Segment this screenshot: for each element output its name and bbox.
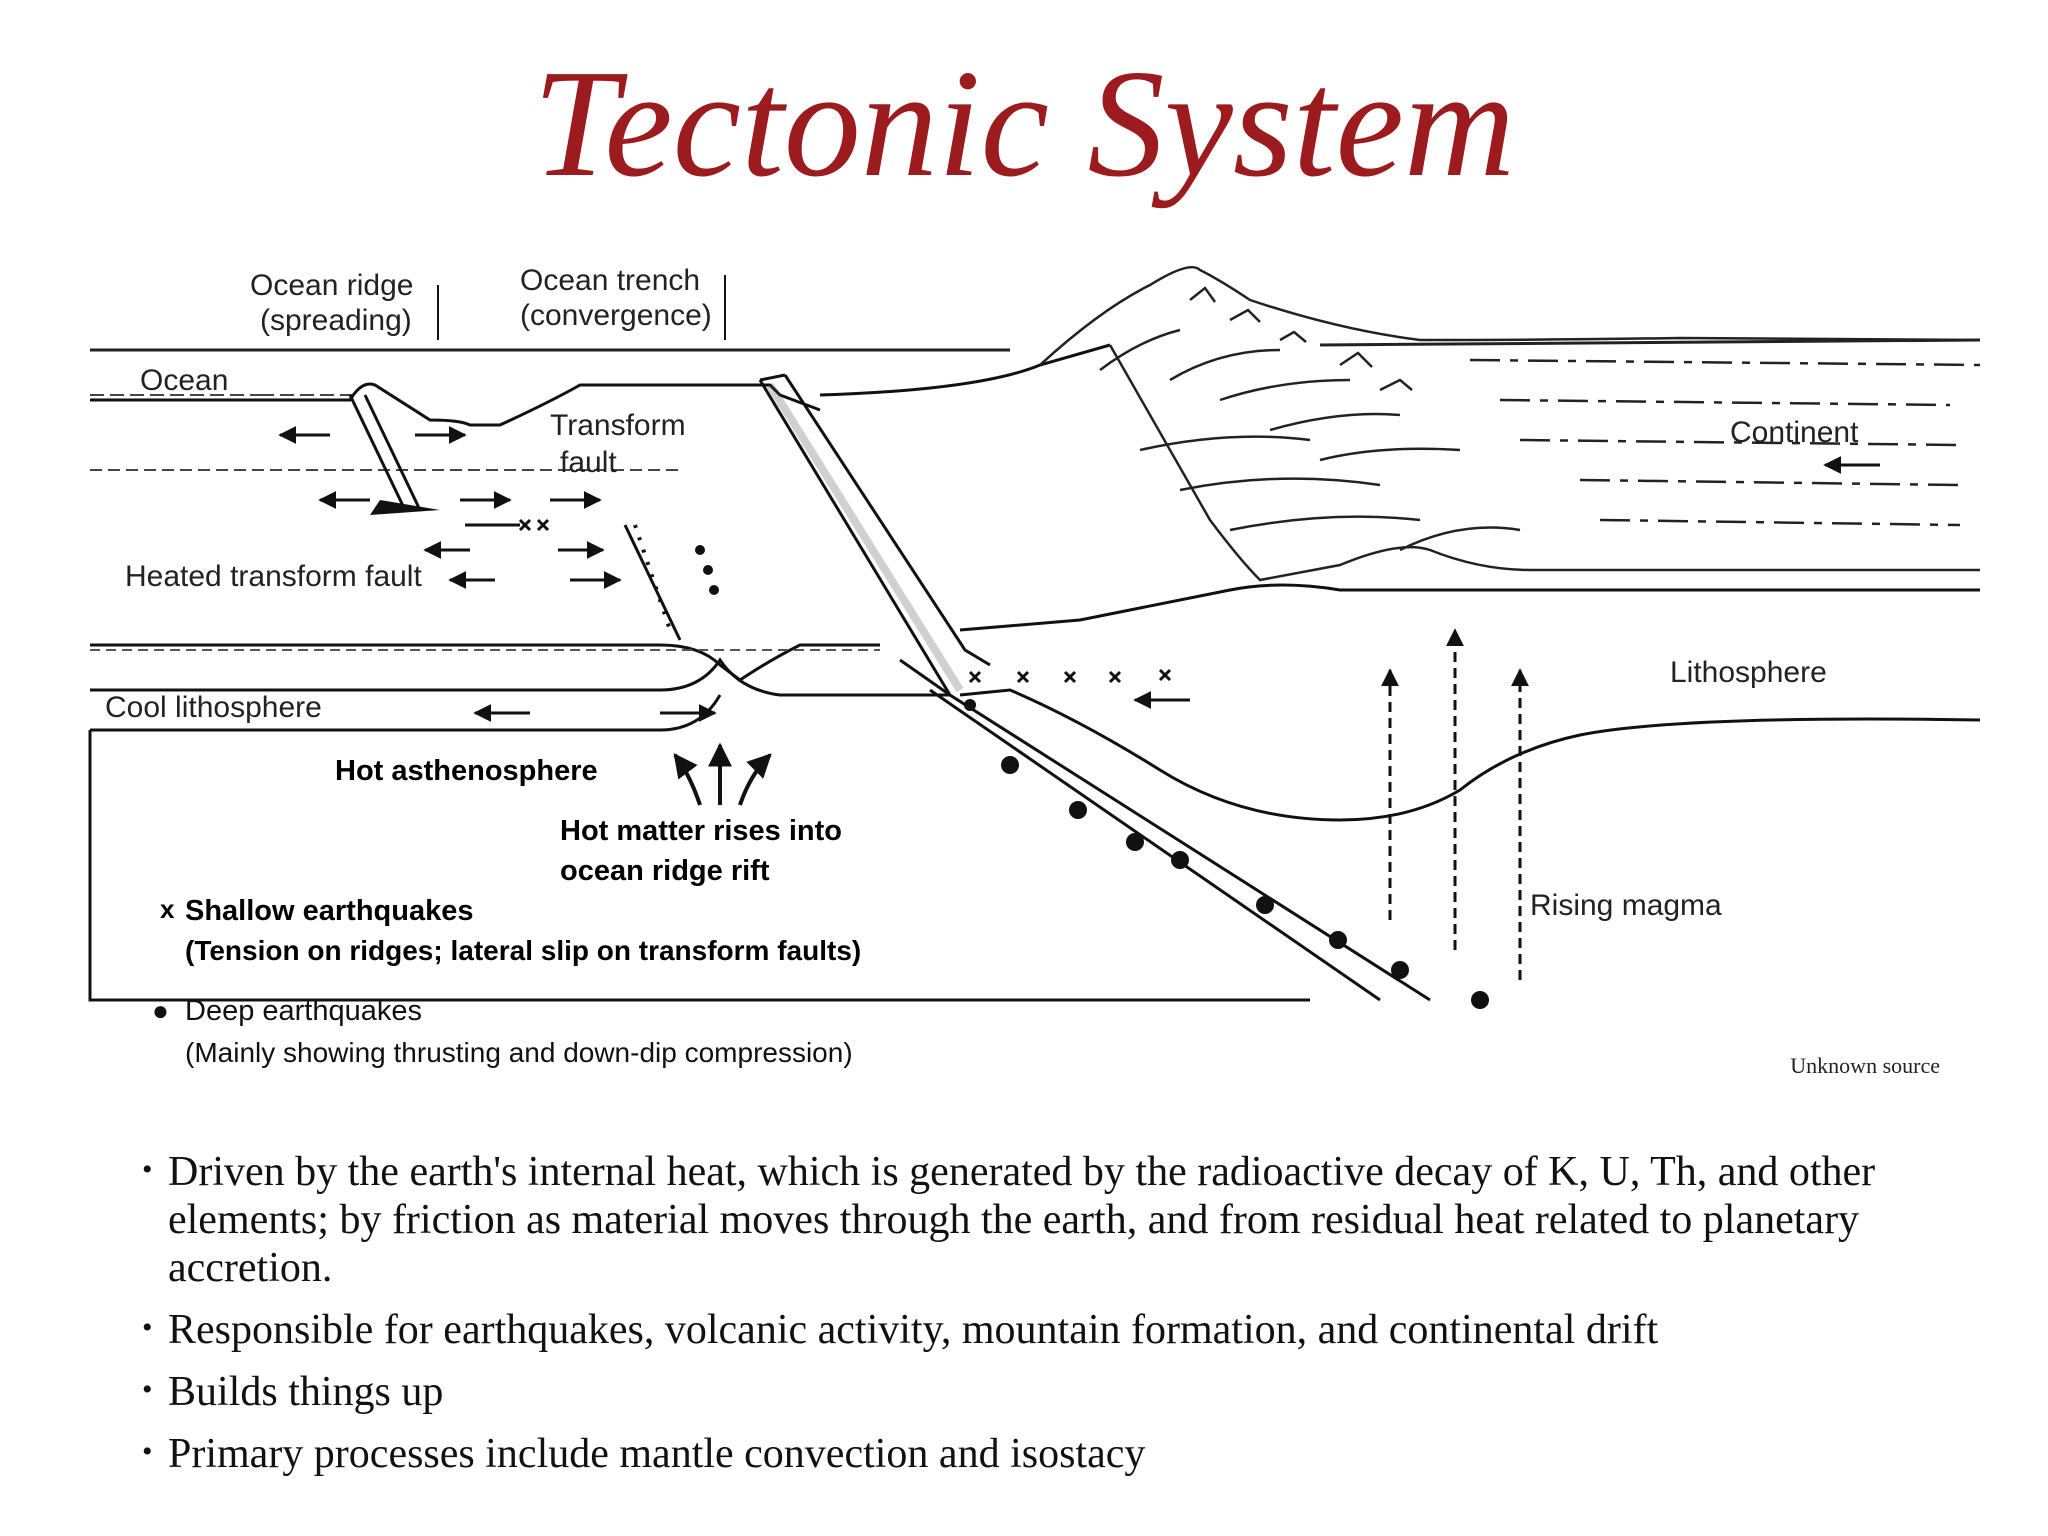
bullet-text: Driven by the earth's internal heat, whi… <box>168 1149 1876 1291</box>
label-leaders <box>437 275 726 340</box>
plate-motion-arrows <box>278 426 1880 722</box>
label-heated-transform-fault: Heated transform fault <box>125 560 422 593</box>
label-ocean-ridge: Ocean ridge <box>250 269 413 302</box>
second-rift <box>633 524 672 631</box>
slab-edge-shadow <box>766 382 964 693</box>
continental-lithosphere-top <box>959 583 1980 632</box>
bullet-dot: • <box>142 1153 153 1186</box>
bullet-dot: • <box>142 1373 153 1406</box>
label-continent: Continent <box>1730 416 1859 449</box>
legend-shallow-desc: (Tension on ridges; lateral slip on tran… <box>185 935 861 966</box>
continental-slope <box>819 343 1111 397</box>
bullet-text: Builds things up <box>168 1369 444 1415</box>
asthenosphere-top <box>90 694 722 732</box>
bullet-dot: • <box>142 1311 153 1344</box>
deep-earthquake-dots <box>695 545 1489 1009</box>
continent-surface-line <box>1319 338 1980 347</box>
slide-title: Tectonic System <box>532 39 1516 209</box>
legend-deep-title: Deep earthquakes <box>185 995 422 1027</box>
second-rift-line <box>623 524 682 641</box>
label-fault: fault <box>560 446 617 479</box>
ocean-floor <box>90 382 821 427</box>
legend-shallow-symbol: x <box>160 894 175 924</box>
label-ocean-ridge-rift: ocean ridge rift <box>560 855 770 887</box>
asthenosphere-box <box>88 730 1310 1002</box>
image-credit: Unknown source <box>1790 1053 1940 1078</box>
ridge-rift <box>348 394 422 511</box>
bullet-item: • Primary processes include mantle convec… <box>142 1430 1942 1478</box>
mountain-range <box>1039 265 1980 582</box>
bullet-item: • Responsible for earthquakes, volcanic a… <box>142 1306 1942 1354</box>
bullet-text: Primary processes include mantle convect… <box>168 1431 1146 1477</box>
label-ocean-trench: Ocean trench <box>520 264 700 297</box>
legend-deep-symbol: ● <box>152 995 169 1026</box>
label-lithosphere: Lithosphere <box>1670 656 1827 689</box>
tectonic-diagram-svg: Ocean ridge (spreading) Ocean trench (co… <box>88 264 1980 1068</box>
label-hot-asthenosphere: Hot asthenosphere <box>335 755 598 787</box>
rising-hot-matter-arrows <box>673 742 772 806</box>
lithosphere-base <box>959 688 1980 822</box>
shallow-earthquake-marks <box>518 518 1172 684</box>
cool-lithosphere-base <box>90 657 950 697</box>
label-ocean: Ocean <box>140 364 228 397</box>
bullet-dot: • <box>142 1435 153 1468</box>
bullet-item: • Driven by the earth's internal heat, wh… <box>142 1148 1942 1292</box>
label-transform: Transform <box>550 409 686 442</box>
legend-shallow-title: Shallow earthquakes <box>185 895 474 927</box>
ridge-rift-fill <box>370 500 440 515</box>
rising-magma-arrows <box>1381 628 1529 980</box>
label-rising-magma: Rising magma <box>1530 889 1722 922</box>
label-hot-matter-rises: Hot matter rises into <box>560 815 842 847</box>
bullet-item: • Builds things up <box>142 1368 1942 1416</box>
bullet-text: Responsible for earthquakes, volcanic ac… <box>168 1307 1659 1353</box>
bullet-list: • Driven by the earth's internal heat, wh… <box>142 1148 1942 1492</box>
label-convergence: (convergence) <box>520 299 712 332</box>
subducting-slab <box>758 373 1431 1002</box>
legend-deep-desc: (Mainly showing thrusting and down-dip c… <box>185 1037 853 1068</box>
label-cool-lithosphere: Cool lithosphere <box>105 691 322 724</box>
label-spreading: (spreading) <box>260 304 412 337</box>
tectonic-diagram: Ocean ridge (spreading) Ocean trench (co… <box>80 190 1980 1110</box>
